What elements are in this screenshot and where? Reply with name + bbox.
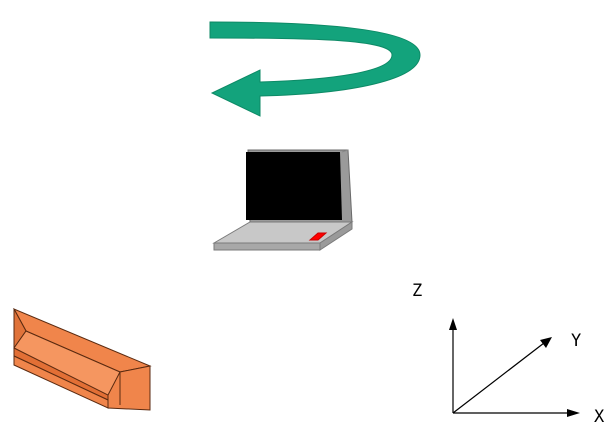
- laptop-icon: [212, 149, 354, 251]
- x-axis-label: X: [594, 407, 605, 427]
- laptop-led: [308, 232, 328, 241]
- xyz-axes-icon: Z Y X: [412, 281, 605, 427]
- triangular-prism-icon: [12, 307, 152, 411]
- z-axis-arrowhead: [449, 318, 457, 330]
- z-axis-label: Z: [412, 281, 422, 301]
- y-axis-label: Y: [571, 331, 581, 351]
- laptop-screen: [246, 152, 342, 220]
- rotation-arrow-icon: [209, 21, 421, 117]
- y-axis-arrowhead: [540, 337, 552, 348]
- x-axis-arrowhead: [567, 409, 580, 417]
- y-axis: [452, 342, 545, 414]
